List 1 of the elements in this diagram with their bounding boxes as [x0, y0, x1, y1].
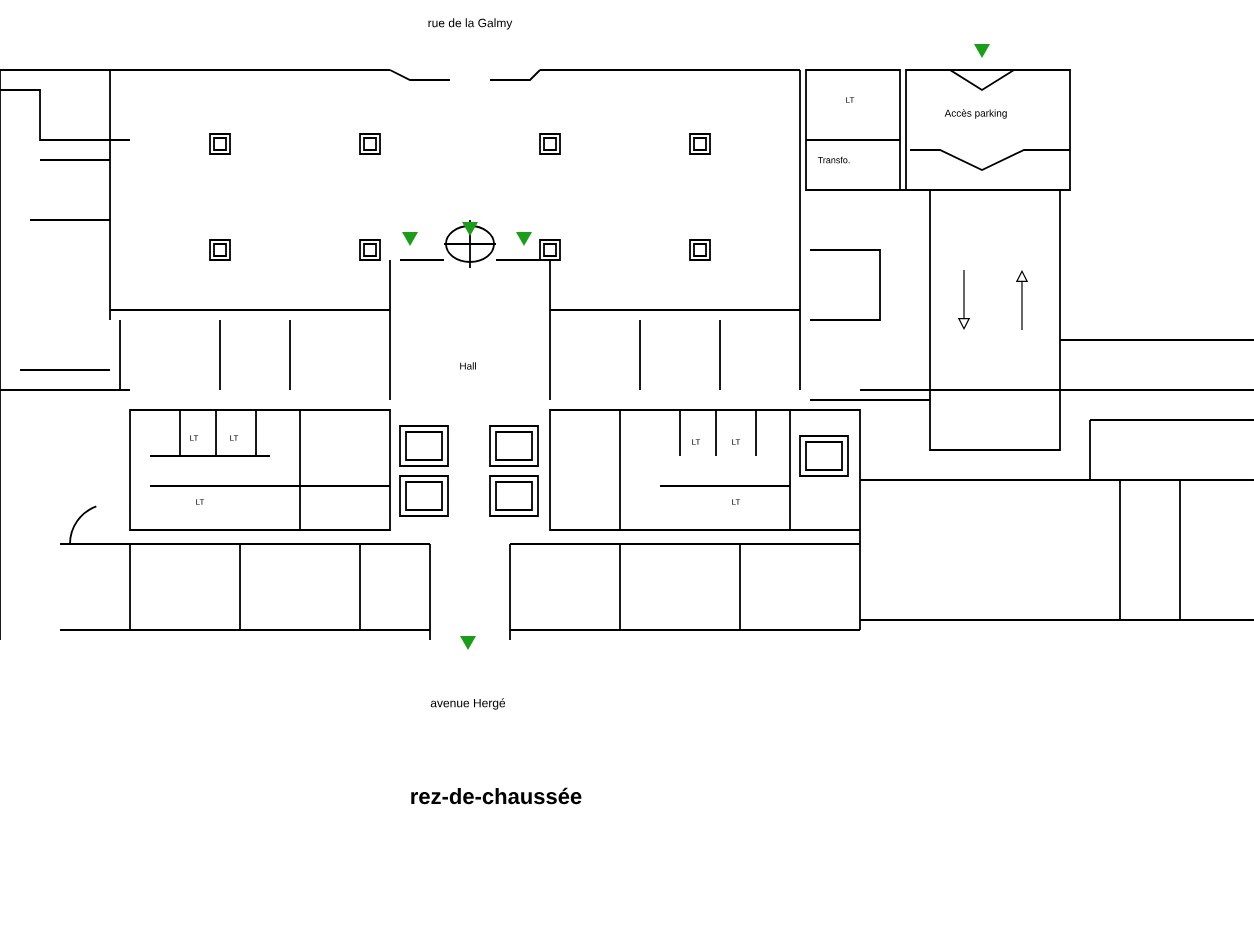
caption: rez-de-chaussée	[411, 787, 582, 805]
